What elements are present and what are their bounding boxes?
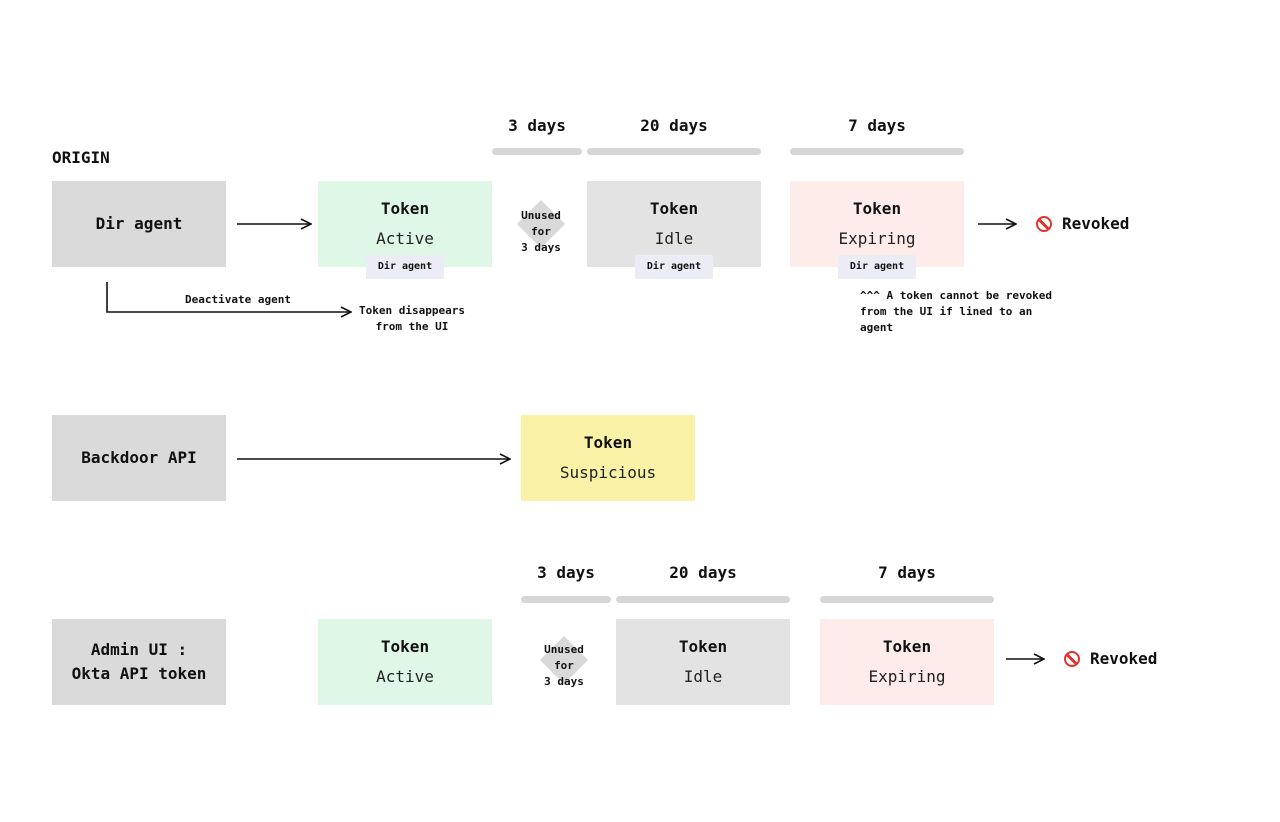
origin-backdoor-api: Backdoor API (52, 415, 226, 501)
duration-bar (521, 596, 611, 603)
no-entry-icon (1036, 215, 1052, 232)
token-title: Token (678, 637, 728, 656)
duration-bar (790, 148, 964, 155)
duration-bar (820, 596, 994, 603)
token-title: Token (852, 199, 902, 218)
duration-label: 20 days (640, 116, 708, 135)
origin-admin-ui: Admin UI : Okta API token (52, 619, 226, 705)
diamond-label: Unused for 3 days (521, 209, 561, 254)
origin-label: Dir agent (95, 214, 183, 233)
revoked-status: Revoked (1036, 214, 1129, 233)
duration-bar (587, 148, 761, 155)
token-state: Idle (683, 667, 723, 686)
token-state: Suspicious (559, 463, 657, 482)
origin-label: Backdoor API (81, 448, 197, 467)
dir-agent-tag: Dir agent (838, 255, 916, 279)
deactivate-agent-label: Deactivate agent (185, 293, 291, 306)
token-title: Token (583, 433, 633, 452)
token-expiring: Token Expiring (820, 619, 994, 705)
token-state: Active (376, 229, 434, 248)
dir-agent-tag: Dir agent (635, 255, 713, 279)
token-expiring: Token Expiring (790, 181, 964, 267)
origin-label-line2: Okta API token (71, 664, 207, 683)
token-active: Token Active (318, 619, 492, 705)
token-state: Active (376, 667, 434, 686)
token-title: Token (380, 199, 430, 218)
revoked-label: Revoked (1090, 649, 1158, 668)
no-entry-icon (1064, 650, 1080, 667)
duration-label: 3 days (508, 116, 566, 135)
duration-label: 20 days (669, 563, 737, 582)
duration-label: 7 days (878, 563, 936, 582)
warning-note: ^^^ A token cannot be revoked from the U… (860, 289, 1053, 334)
section-label: ORIGIN (52, 148, 110, 167)
dir-agent-tag: Dir agent (366, 255, 444, 279)
duration-bar (616, 596, 790, 603)
token-idle: Token Idle (616, 619, 790, 705)
token-state: Expiring (838, 229, 916, 248)
token-state: Idle (654, 229, 694, 248)
arrow-deactivate-agent (106, 282, 351, 312)
duration-label: 7 days (848, 116, 906, 135)
token-title: Token (882, 637, 932, 656)
diamond-label: Unused for 3 days (544, 643, 584, 688)
duration-bar (492, 148, 582, 155)
origin-label-line1: Admin UI : (90, 640, 188, 659)
token-state: Expiring (868, 667, 946, 686)
token-suspicious: Token Suspicious (521, 415, 695, 501)
duration-label: 3 days (537, 563, 595, 582)
token-idle: Token Idle (587, 181, 761, 267)
disappears-note: Token disappears from the UI (359, 304, 465, 333)
revoked-status: Revoked (1064, 649, 1157, 668)
unused-diamond: Unused for 3 days (531, 634, 597, 690)
unused-diamond: Unused for 3 days (508, 196, 574, 254)
token-active: Token Active (318, 181, 492, 267)
revoked-label: Revoked (1062, 214, 1130, 233)
origin-dir-agent: Dir agent (52, 181, 226, 267)
token-title: Token (380, 637, 430, 656)
token-title: Token (649, 199, 699, 218)
